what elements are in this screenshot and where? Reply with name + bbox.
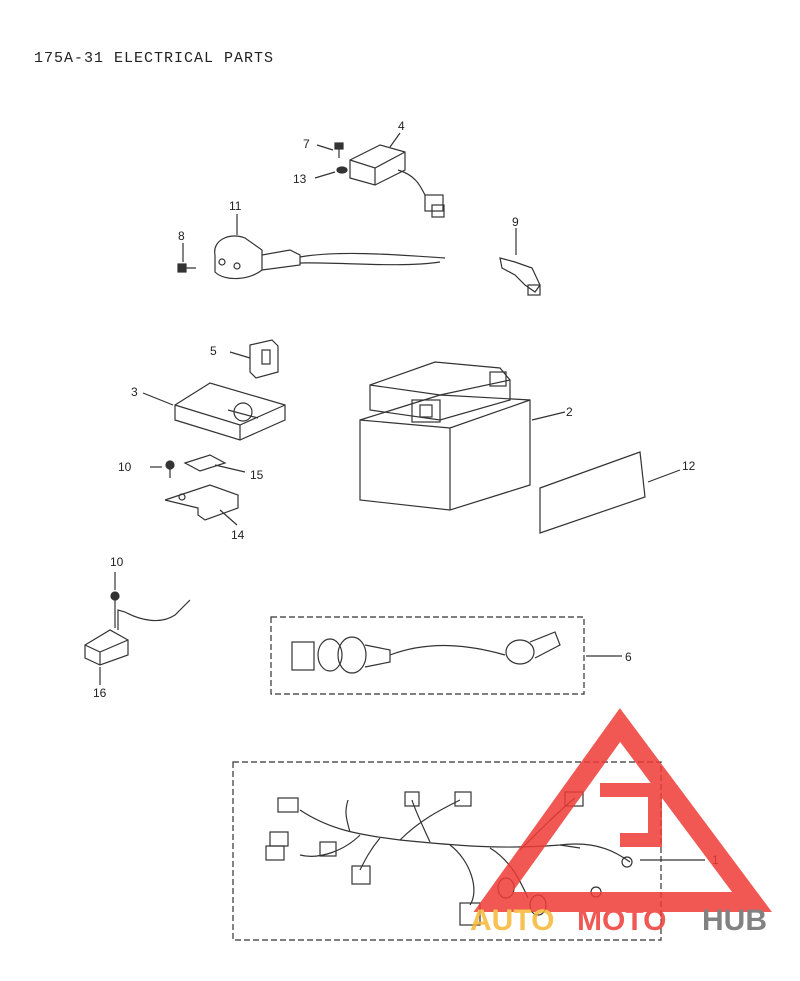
part-14-bracket [164,484,239,526]
part-4-regulator [349,132,445,218]
callout-2: 2 [566,405,573,419]
callout-5: 5 [210,344,217,358]
callout-6: 6 [625,650,632,664]
watermark-hub: HUB [702,904,767,937]
callout-labels: 1 2 3 4 5 6 7 8 9 10 10 11 12 13 14 15 1… [93,119,719,867]
callout-10b: 10 [110,555,124,569]
part-5-relay [229,339,279,379]
callout-4: 4 [398,119,405,133]
callout-12: 12 [682,459,696,473]
part-6-ignition-switch [270,616,622,695]
part-2-battery [359,361,566,511]
watermark-moto: MOTO [577,904,666,937]
automotohub-watermark-logo: AUTO MOTO HUB [470,708,772,937]
callout-11: 11 [229,199,242,213]
callout-8: 8 [178,229,185,243]
callout-14: 14 [231,528,245,542]
callout-15: 15 [250,468,264,482]
watermark-auto: AUTO [470,904,554,937]
callout-9: 9 [512,215,519,229]
part-3-cdi-unit [142,382,286,441]
part-10-bolt [150,460,175,478]
part-9-spark-plug-cap [499,228,541,296]
callout-7: 7 [303,137,310,151]
part-16-rectifier [84,572,191,685]
part-7-screw [316,142,344,158]
callout-3: 3 [131,385,138,399]
part-15-pad [183,454,246,473]
diagram-title: 175A-31 ELECTRICAL PARTS [34,50,275,67]
callout-10a: 10 [118,460,132,474]
part-13-washer [314,166,348,179]
callout-16: 16 [93,686,107,700]
part-12-sheet [539,451,681,534]
callout-13: 13 [293,172,307,186]
part-8-bolt [177,243,196,273]
part-1-wiring-harness [232,761,705,941]
part-11-ignition-coil [214,214,446,280]
